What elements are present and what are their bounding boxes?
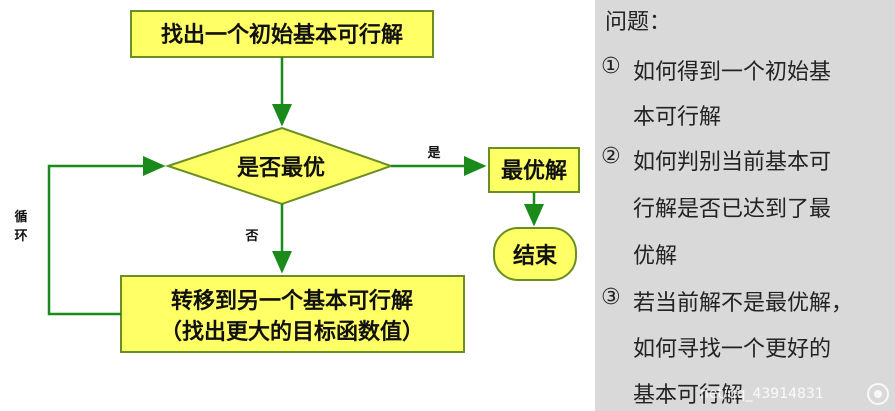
start-box xyxy=(130,10,434,58)
q1-number: ① xyxy=(601,54,621,79)
loop-label-1: 循 xyxy=(14,209,27,225)
no-label: 否 xyxy=(244,229,258,244)
panel-title: 问题： xyxy=(605,10,672,35)
decision-label: 是否最优 xyxy=(237,155,325,181)
end-box-label: 结束 xyxy=(513,243,558,269)
q2-line1: 如何判别当前基本可 xyxy=(633,150,832,175)
loop-back-arrow xyxy=(47,156,166,316)
q2-line2: 行解是否已达到了最 xyxy=(633,197,832,222)
watermark-text: net/qq_43914831 xyxy=(700,386,824,402)
transfer-box xyxy=(120,275,465,353)
transfer-box-line2: （找出更大的目标函数值） xyxy=(160,319,424,345)
q3-line1: 若当前解不是最优解， xyxy=(633,291,854,316)
q1-line1: 如何得到一个初始基 xyxy=(633,60,832,85)
flowchart: 找出一个初始基本可行解 是否最优 是 最优解 结束 否 转移到另一个基本可行解 … xyxy=(14,10,580,353)
yes-label: 是 xyxy=(426,146,441,161)
q2-line3: 优解 xyxy=(633,244,678,269)
q2-number: ② xyxy=(601,144,621,169)
q3-number: ③ xyxy=(601,285,621,310)
q3-line2: 如何寻找一个更好的 xyxy=(633,337,832,362)
end-box xyxy=(493,227,577,281)
q1-line2: 本可行解 xyxy=(633,105,722,130)
optimal-box-label: 最优解 xyxy=(501,158,567,184)
q3-line3: 基本可行解 xyxy=(633,383,744,408)
watermark-logo-icon xyxy=(867,383,889,405)
questions-panel: 问题： ① 如何得到一个初始基 本可行解 ② 如何判别当前基本可 行解是否已达到… xyxy=(595,0,895,411)
transfer-box-line1: 转移到另一个基本可行解 xyxy=(171,288,413,314)
start-box-label: 找出一个初始基本可行解 xyxy=(161,22,403,48)
loop-label-2: 环 xyxy=(14,229,27,244)
